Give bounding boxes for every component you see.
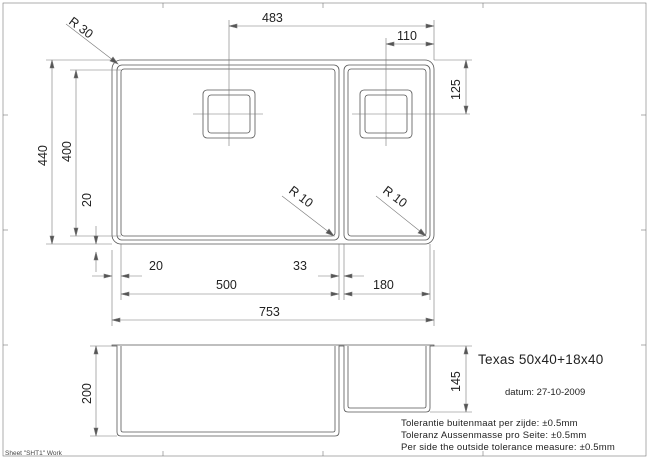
frame-ticks [3,3,646,456]
dim-label-20-horizontal: 20 [149,259,163,273]
tolerance-line-nl: Tolerantie buitenmaat per zijde: ±0.5mm [401,418,578,429]
leader-r10-main [281,195,335,237]
leader-r10-small [375,195,427,237]
dim-line-180 [343,291,431,297]
main-bowl-outer [116,64,340,241]
dim-line-20-vertical [93,226,99,272]
dim-label-r10-main: R 10 [286,183,316,210]
dim-label-483: 483 [262,11,283,25]
drain-centerlines [193,20,470,146]
dim-line-200 [90,345,117,437]
dim-line-400 [70,69,121,237]
leader-r30 [65,23,119,65]
dim-label-33: 33 [293,259,307,273]
dim-line-753 [111,317,435,323]
dim-line-110 [385,41,435,47]
dim-line-145 [430,345,472,413]
date-line: datum: 27-10-2009 [505,387,586,398]
dim-label-125: 125 [449,79,463,100]
dim-label-400: 400 [60,141,74,162]
dim-label-r10-small: R 10 [380,183,410,210]
dim-label-180: 180 [373,278,394,292]
product-title: Texas 50x40+18x40 [478,352,604,367]
dim-label-110: 110 [397,29,417,43]
dim-extension-lines [111,244,435,326]
dim-label-440: 440 [36,145,50,166]
dim-line-440 [46,59,112,245]
dim-line-500 [120,291,340,297]
dim-label-r30: R 30 [66,14,96,41]
sink-outer-outline [111,59,435,245]
dim-line-33 [318,273,364,279]
section-view [111,344,435,437]
sheet-label: Sheet "SHT1" Work [5,450,62,457]
dim-label-500: 500 [216,278,237,292]
dim-label-753: 753 [259,305,280,319]
dim-line-125 [434,59,472,115]
tolerance-line-de: Toleranz Aussenmasse pro Seite: ±0.5mm [401,430,587,441]
dim-label-145: 145 [449,371,463,392]
main-bowl-inner [120,68,336,237]
dim-line-483 [228,20,435,60]
dim-line-20-horizontal [92,273,142,279]
dim-label-200: 200 [80,383,94,404]
small-bowl-outer [343,64,431,241]
small-bowl-inner [347,68,427,237]
dim-label-20-vertical: 20 [80,193,94,207]
tolerance-line-en: Per side the outside tolerance measure: … [401,442,616,453]
